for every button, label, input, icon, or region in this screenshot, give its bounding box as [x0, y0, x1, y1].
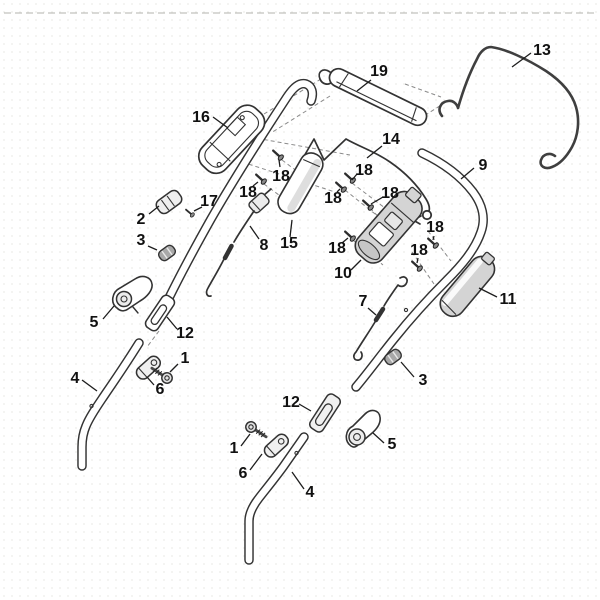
callout-5: 5	[90, 314, 99, 331]
callout-14: 14	[382, 131, 400, 148]
callout-4: 4	[306, 484, 315, 501]
switch-window	[368, 221, 394, 247]
small-screw	[185, 208, 195, 218]
screw	[272, 149, 284, 161]
screw	[411, 260, 423, 272]
bolt-right	[245, 421, 268, 439]
upper-handle-tube-left	[153, 78, 318, 326]
lever-left	[111, 275, 153, 314]
clamp-left	[135, 355, 162, 380]
callout-1: 1	[230, 440, 239, 457]
screw	[362, 199, 374, 211]
cover-shading	[287, 158, 322, 213]
cable-clip	[155, 189, 183, 215]
callout-18: 18	[328, 240, 346, 257]
callout-13: 13	[533, 42, 551, 59]
callout-labels: 16 19 13 14 9 18 18 18 18 18 18 18 18 2 …	[71, 42, 551, 501]
cable-left-lower	[205, 188, 272, 297]
screws	[255, 149, 439, 272]
control-housing	[197, 104, 266, 175]
callout-3: 3	[137, 232, 146, 249]
housing-cover-left	[277, 152, 324, 215]
clamp-right	[263, 433, 290, 458]
wire-bail	[438, 45, 580, 170]
cable-ring-terminal	[421, 209, 433, 221]
callout-18: 18	[272, 168, 290, 185]
callout-18: 18	[381, 185, 399, 202]
callout-5: 5	[388, 436, 397, 453]
switch-button	[384, 211, 403, 231]
screw	[335, 181, 347, 193]
screw	[344, 230, 356, 242]
switch-housing	[354, 186, 423, 264]
callout-9: 9	[479, 157, 488, 174]
lower-handle-tube-right	[244, 432, 309, 565]
bolt-left	[150, 366, 173, 384]
bracket-right	[308, 393, 342, 433]
callout-18: 18	[426, 219, 444, 236]
callout-12: 12	[176, 325, 194, 342]
leader-lines	[81, 52, 532, 490]
housing-cover-right	[439, 251, 496, 318]
callout-17: 17	[200, 193, 218, 210]
callout-6: 6	[156, 381, 165, 398]
upper-handle-tube-right	[351, 148, 488, 392]
callout-10: 10	[334, 265, 352, 282]
callout-18: 18	[410, 242, 428, 259]
callout-12: 12	[282, 394, 300, 411]
callout-1: 1	[181, 350, 190, 367]
callout-4: 4	[71, 370, 80, 387]
housing-end-boss	[357, 239, 381, 261]
callout-15: 15	[280, 235, 298, 252]
lever-right	[345, 409, 381, 448]
callout-18: 18	[239, 184, 257, 201]
screw	[427, 237, 439, 249]
bracket-left	[144, 294, 176, 332]
screw	[344, 172, 356, 184]
callout-18: 18	[324, 190, 342, 207]
callout-6: 6	[239, 465, 248, 482]
callout-8: 8	[260, 237, 269, 254]
callout-2: 2	[137, 211, 146, 228]
callout-19: 19	[370, 63, 388, 80]
callout-18: 18	[355, 162, 373, 179]
callout-16: 16	[192, 109, 210, 126]
callout-3: 3	[419, 372, 428, 389]
bushing-left	[157, 244, 177, 262]
handle-grip	[318, 67, 428, 127]
callout-11: 11	[500, 291, 517, 308]
cover-highlight	[442, 258, 483, 306]
housing-tab	[404, 186, 422, 204]
cover-tab	[481, 251, 495, 266]
cable-right-lower	[353, 276, 408, 361]
lower-handle-tube-left	[77, 338, 144, 471]
callout-7: 7	[359, 293, 368, 310]
screw	[255, 173, 267, 185]
bushing-right	[383, 348, 403, 366]
